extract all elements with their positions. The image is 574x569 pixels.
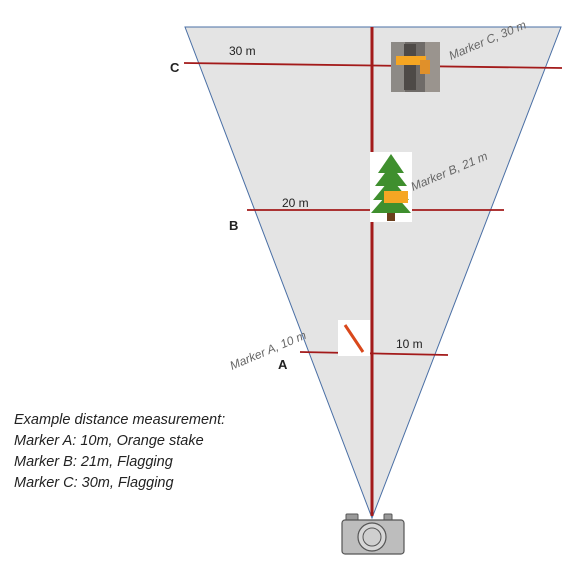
caption-title: Example distance measurement:: [14, 412, 226, 428]
tree-with-flagging-icon: [370, 152, 412, 222]
camera-icon: [341, 513, 405, 555]
caption-line: Marker C: 30m, Flagging: [14, 475, 174, 491]
orange-stake-icon: [338, 320, 370, 356]
caption-line: Marker B: 21m, Flagging: [14, 454, 173, 470]
row-letter-c: C: [170, 60, 180, 75]
distance-label-b: 20 m: [282, 196, 309, 210]
row-letter-b: B: [229, 218, 238, 233]
distance-line-a: [299, 351, 449, 356]
distance-label-a: 10 m: [396, 337, 423, 351]
distance-label-c: 30 m: [229, 44, 256, 58]
marker-label-a: Marker A, 10 m: [228, 328, 309, 373]
row-letter-a: A: [278, 357, 288, 372]
distance-line-c: [183, 62, 563, 69]
flagging-photo-icon: [391, 42, 440, 92]
example-caption: Example distance measurement: Marker A: …: [14, 410, 225, 494]
caption-line: Marker A: 10m, Orange stake: [14, 433, 204, 449]
